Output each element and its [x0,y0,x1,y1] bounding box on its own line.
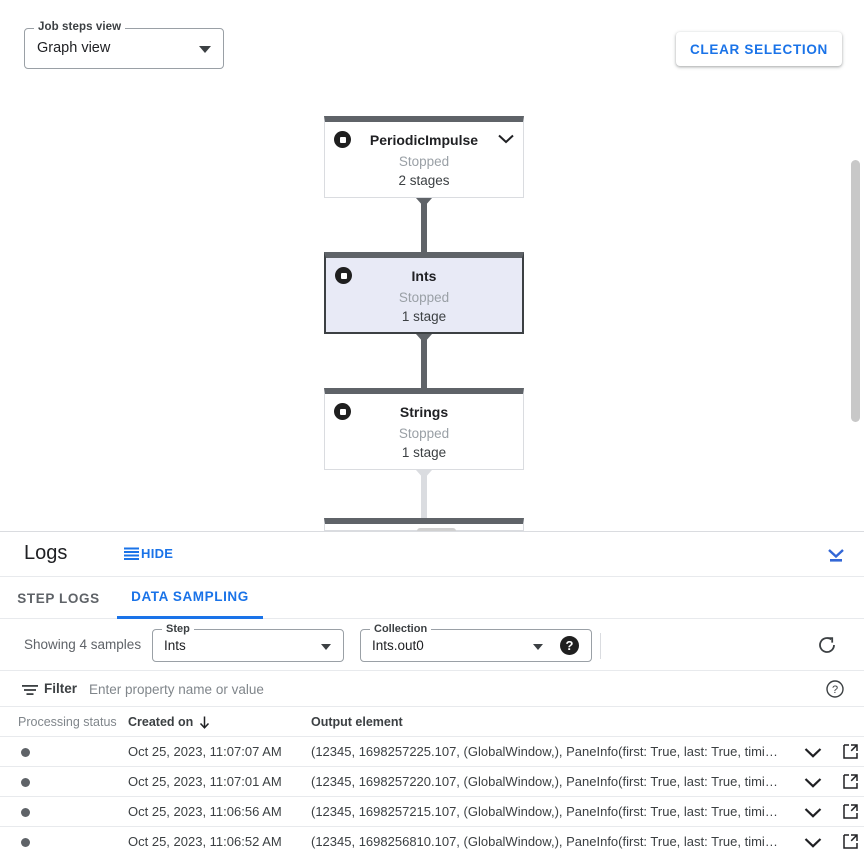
tab-data-sampling[interactable]: DATA SAMPLING [117,577,263,619]
logs-panel-header: Logs HIDE [0,532,864,577]
chevron-down-icon[interactable] [804,836,822,848]
help-icon[interactable]: ? [560,636,579,655]
stop-status-icon [334,403,351,420]
refresh-icon[interactable] [815,633,839,657]
filter-input[interactable] [87,681,807,698]
step-select[interactable]: Step Ints [152,623,344,662]
tab-step-logs[interactable]: STEP LOGS [17,590,100,606]
showing-samples-text: Showing 4 samples [24,637,142,652]
cell-output-element: (12345, 1698256810.107, (GlobalWindow,),… [311,834,781,849]
graph-node-stages: 1 stage [401,445,447,460]
table-row[interactable]: Oct 25, 2023, 11:07:07 AM (12345, 1698257… [0,737,864,767]
clear-selection-button[interactable]: CLEAR SELECTION [675,32,842,66]
graph-node-title: Ints [411,268,437,284]
graph-node-periodicimpulse[interactable]: PeriodicImpulse Stopped 2 stages [324,116,524,198]
column-header-created-on[interactable]: Created on [128,715,210,729]
cell-created-on: Oct 25, 2023, 11:07:01 AM [128,774,282,789]
table-body: Oct 25, 2023, 11:07:07 AM (12345, 1698257… [0,737,864,856]
cell-created-on: Oct 25, 2023, 11:06:52 AM [128,834,282,849]
graph-node-stages: 1 stage [401,309,447,324]
caret-down-icon [199,46,211,53]
status-dot-icon [21,748,30,757]
graph-horizontal-scrollbar[interactable] [417,528,456,531]
collection-select[interactable]: Collection Ints.out0 ? [360,623,592,662]
edge-arrowhead-icon [416,470,432,479]
graph-node-status: Stopped [398,154,450,169]
job-steps-view-select[interactable]: Job steps view Graph view [24,21,224,69]
job-steps-view-label: Job steps view [34,21,126,33]
edge-arrowhead-icon [416,198,432,207]
svg-text:?: ? [832,684,838,696]
open-in-new-icon[interactable] [843,744,858,759]
cell-output-element: (12345, 1698257215.107, (GlobalWindow,),… [311,804,781,819]
logs-title: Logs [24,542,68,564]
graph-node-strings[interactable]: Strings Stopped 1 stage [324,388,524,470]
open-in-new-icon[interactable] [843,804,858,819]
cell-output-element: (12345, 1698257225.107, (GlobalWindow,),… [311,744,781,759]
hide-logs-label: HIDE [141,546,174,561]
edge-arrowhead-icon [416,334,432,343]
status-dot-icon [21,838,30,847]
logs-panel: Logs HIDE STEP [0,531,864,856]
filter-row: Filter ? [0,671,864,707]
chevron-down-icon[interactable] [804,746,822,758]
collection-select-label: Collection [370,623,432,635]
collapse-down-icon[interactable] [824,543,848,567]
sampling-controls: Showing 4 samples Step Ints Collection I… [0,619,864,671]
column-header-output-element[interactable]: Output element [311,715,403,729]
status-dot-icon [21,778,30,787]
chevron-down-icon[interactable] [804,776,822,788]
graph-edge-next-to-strings [416,470,432,520]
graph-node-stages: 2 stages [398,173,450,188]
caret-down-icon [533,644,543,650]
status-dot-icon [21,808,30,817]
collection-select-value: Ints.out0 [372,638,424,653]
table-row[interactable]: Oct 25, 2023, 11:06:56 AM (12345, 1698257… [0,797,864,827]
graph-edge-ints-to-periodicimpulse [416,198,432,252]
graph-edge-strings-to-ints [416,334,432,388]
graph-node-title: PeriodicImpulse [369,132,479,148]
stop-status-icon [334,131,351,148]
table-header-row: Processing status Created on Output elem… [0,707,864,737]
column-header-processing-status[interactable]: Processing status [18,715,117,729]
job-steps-view-value: Graph view [37,40,111,56]
graph-node-status: Stopped [398,426,450,441]
cell-created-on: Oct 25, 2023, 11:07:07 AM [128,744,282,759]
open-in-new-icon[interactable] [843,834,858,849]
caret-down-icon [321,644,331,650]
controls-divider [600,633,601,659]
graph-node-title: Strings [399,404,449,420]
graph-toolbar: Job steps view Graph view CLEAR SELECTIO… [0,0,864,86]
table-row[interactable]: Oct 25, 2023, 11:07:01 AM (12345, 1698257… [0,767,864,797]
graph-vertical-scrollbar[interactable] [851,160,860,422]
table-row[interactable]: Oct 25, 2023, 11:06:52 AM (12345, 1698256… [0,827,864,856]
arrow-downward-icon [199,716,210,729]
chevron-down-icon[interactable] [498,134,514,144]
logs-tabs: STEP LOGS DATA SAMPLING [0,577,864,619]
step-select-value: Ints [164,638,186,653]
open-in-new-icon[interactable] [843,774,858,789]
cell-created-on: Oct 25, 2023, 11:06:56 AM [128,804,282,819]
list-icon [124,547,139,560]
help-outline-icon[interactable]: ? [826,680,844,698]
filter-label: Filter [44,681,78,696]
cell-output-element: (12345, 1698257220.107, (GlobalWindow,),… [311,774,781,789]
stop-status-icon [335,267,352,284]
chevron-down-icon[interactable] [804,806,822,818]
filter-icon [22,683,38,695]
column-header-created-on-label: Created on [128,715,194,729]
graph-node-status: Stopped [398,290,450,305]
data-sampling-table: Processing status Created on Output elem… [0,707,864,856]
hide-logs-button[interactable]: HIDE [124,546,173,561]
graph-node-ints[interactable]: Ints Stopped 1 stage [324,252,524,334]
step-select-label: Step [162,623,194,635]
job-graph-canvas[interactable]: Job steps view Graph view CLEAR SELECTIO… [0,0,864,531]
